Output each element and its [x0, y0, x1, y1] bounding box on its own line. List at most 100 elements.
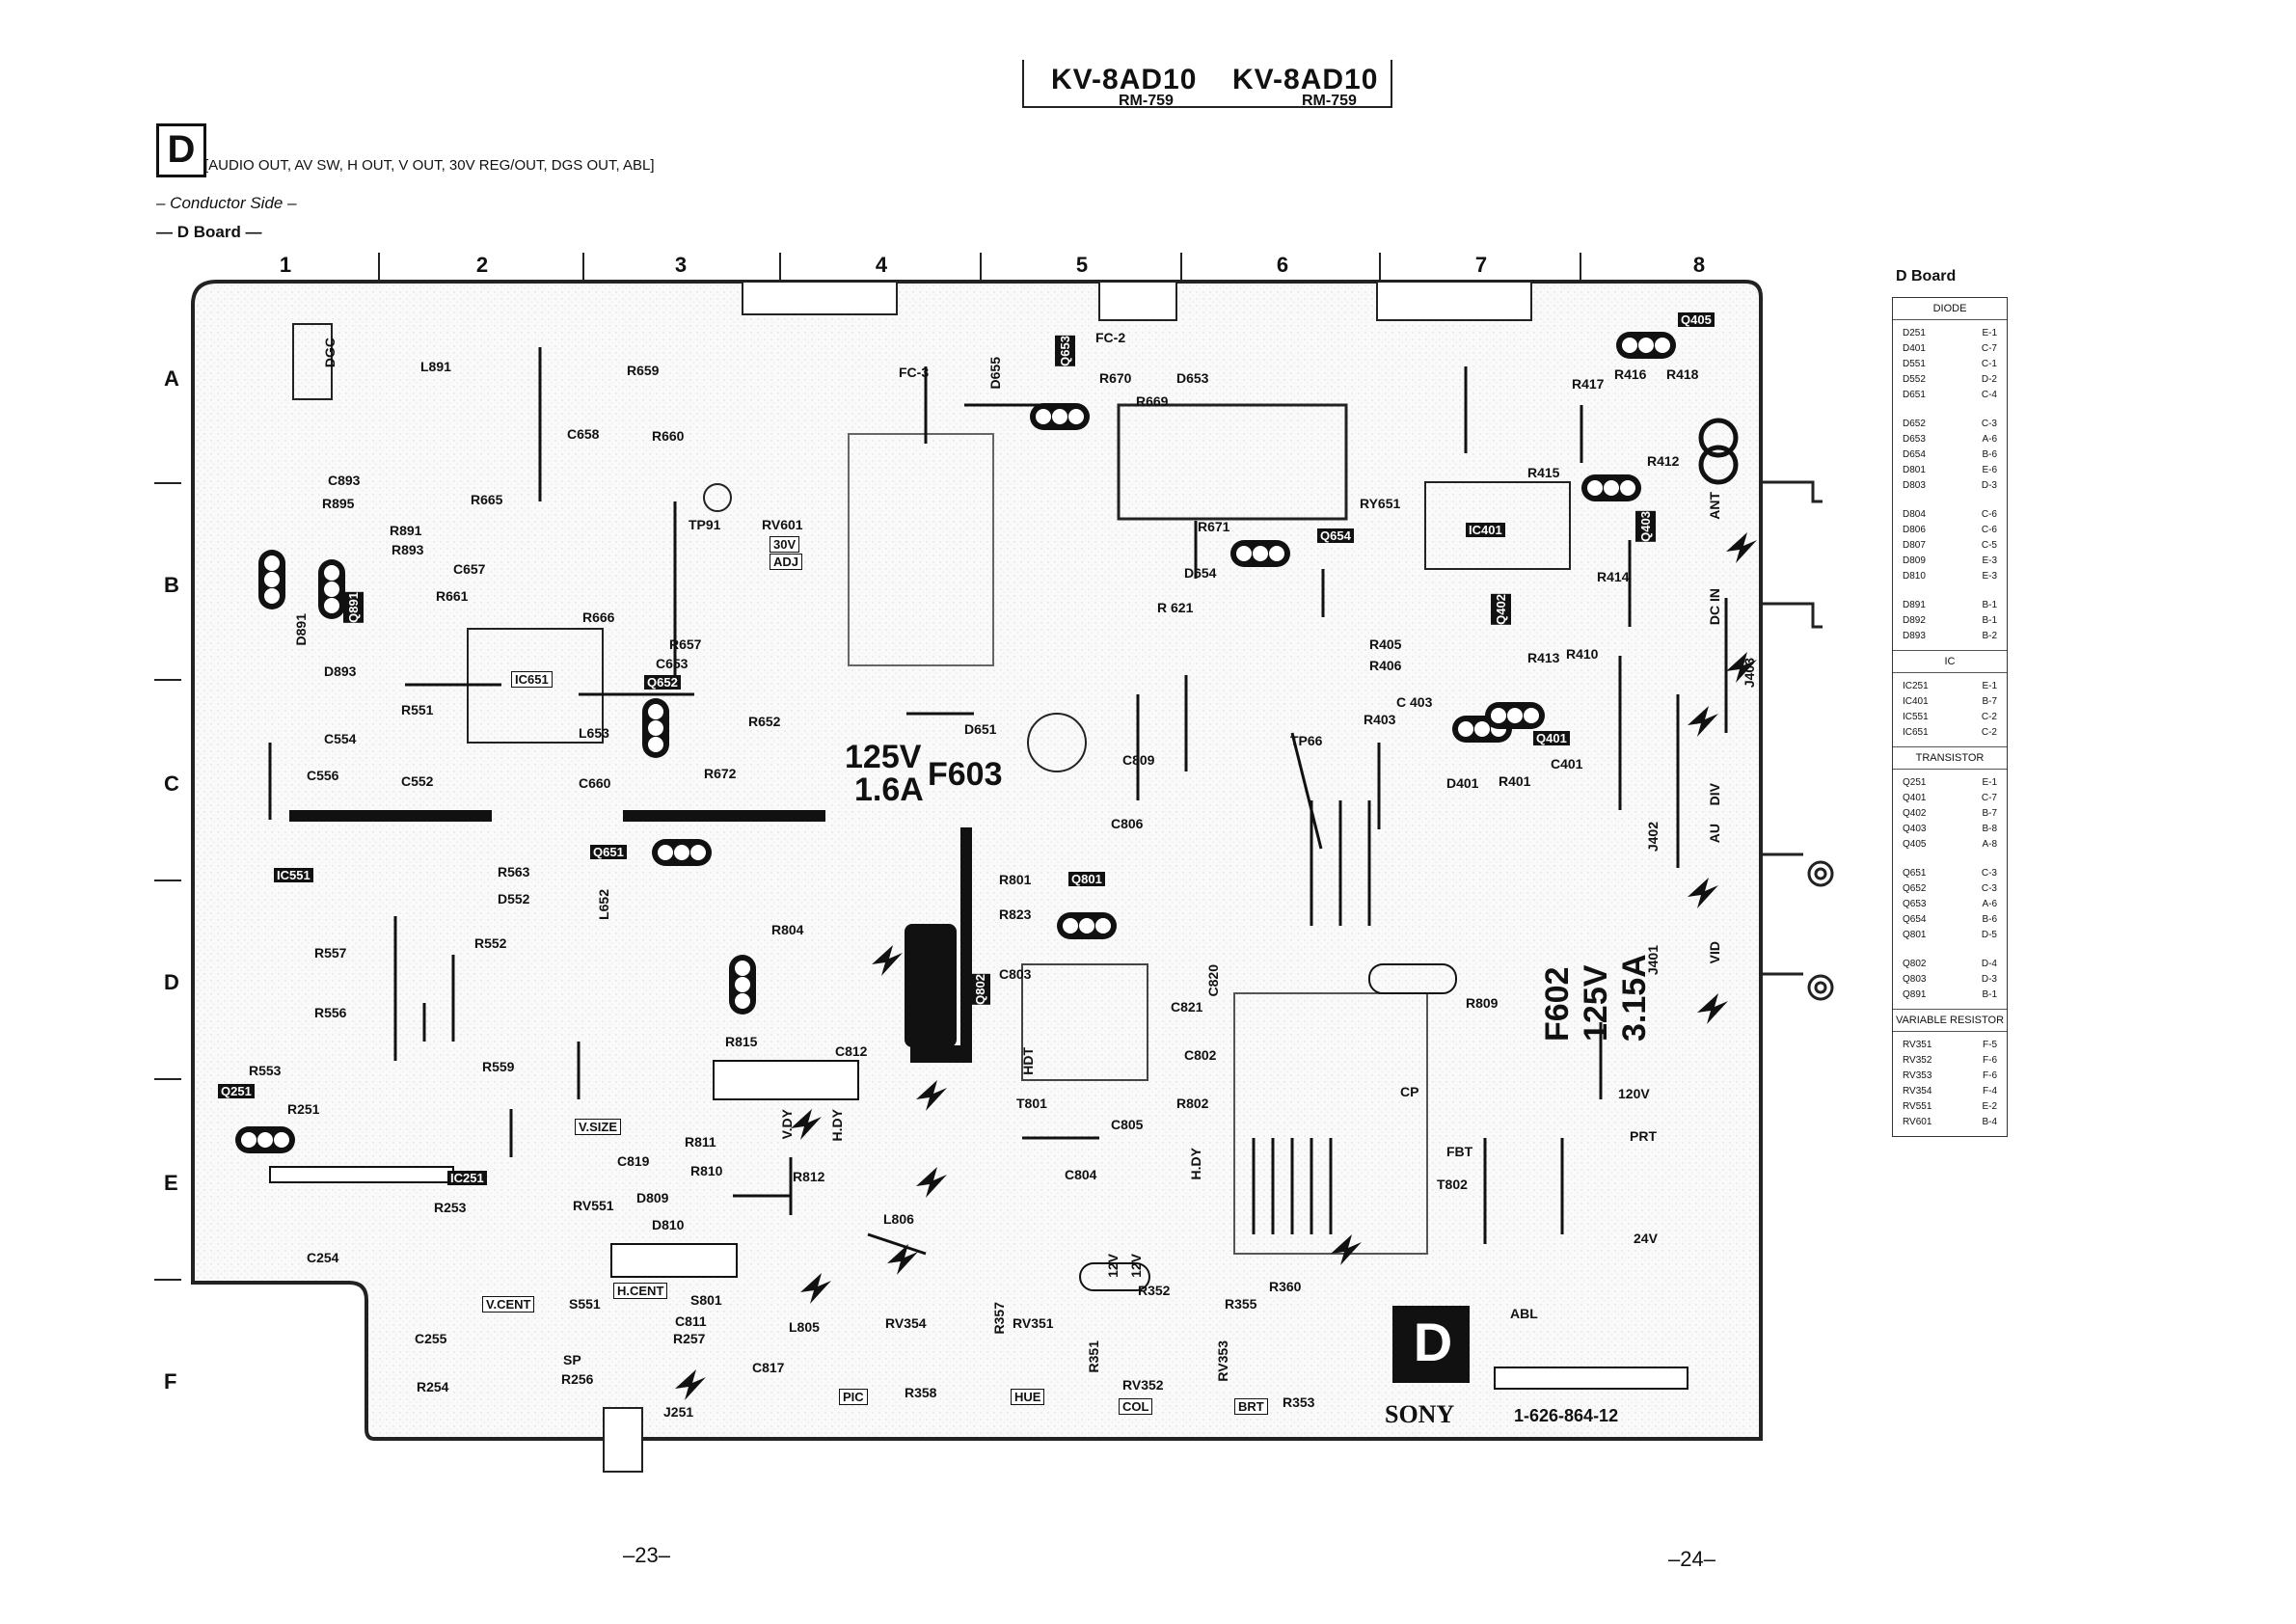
v12-label: 12V [1105, 1254, 1121, 1278]
bus-bar [623, 810, 825, 822]
legend-location: C-1 [1981, 359, 1997, 369]
model-left-sub: RM-759 [1119, 93, 1174, 109]
grid-column-divider [582, 253, 584, 280]
c817: C817 [752, 1360, 785, 1375]
rv351: RV351 [1013, 1315, 1054, 1331]
c554: C554 [324, 731, 357, 746]
j401: J401 [1645, 945, 1661, 976]
c658: C658 [567, 426, 600, 442]
l805: L805 [789, 1319, 820, 1335]
legend-location: D-5 [1981, 930, 1997, 940]
r357: R357 [991, 1302, 1007, 1335]
r251: R251 [287, 1101, 320, 1117]
model-title-box [1022, 60, 1392, 108]
legend-ref: D893 [1903, 631, 1926, 641]
ic251-label: IC251 [447, 1171, 487, 1185]
t802: T802 [1437, 1177, 1468, 1192]
d891: D891 [293, 613, 309, 646]
l806: L806 [883, 1211, 914, 1227]
r358: R358 [905, 1385, 937, 1400]
legend-location: E-3 [1982, 555, 1997, 566]
vid-label: VID [1707, 941, 1722, 964]
r412: R412 [1647, 453, 1680, 469]
q405-label: Q405 [1678, 312, 1715, 327]
c809: C809 [1122, 752, 1155, 768]
ic551-label: IC551 [274, 868, 313, 882]
r257: R257 [673, 1331, 706, 1346]
legend-ref: Q401 [1903, 793, 1927, 803]
q802-block [905, 924, 957, 1047]
grid-column-label: 5 [1075, 253, 1089, 277]
r563: R563 [498, 864, 530, 880]
c821: C821 [1171, 999, 1203, 1015]
r895: R895 [322, 496, 355, 511]
l653: L653 [579, 725, 609, 741]
grid-row-divider [154, 482, 181, 484]
legend-location: A-6 [1982, 434, 1997, 445]
model-right: KV-8AD10 [1232, 64, 1379, 95]
c893: C893 [328, 473, 361, 488]
grid-row-label: F [164, 1369, 177, 1394]
s551: S551 [569, 1296, 601, 1312]
tp91: TP91 [689, 517, 721, 532]
legend-location: E-2 [1982, 1101, 1997, 1112]
grid-column-divider [1379, 253, 1381, 280]
v120-label: 120V [1618, 1086, 1650, 1101]
r414: R414 [1597, 569, 1630, 584]
c403: C 403 [1396, 694, 1433, 710]
r556: R556 [314, 1005, 347, 1020]
r652: R652 [748, 714, 781, 729]
legend-row: D804 C-6 [1903, 507, 1997, 523]
c805: C805 [1111, 1117, 1144, 1132]
legend-location: C-6 [1981, 509, 1997, 520]
r659: R659 [627, 363, 660, 378]
grid-column-label: 4 [875, 253, 888, 277]
legend-row: D806 C-6 [1903, 523, 1997, 538]
legend-ref: Q403 [1903, 824, 1927, 834]
r661: R661 [436, 588, 469, 604]
adj30v-b: ADJ [770, 554, 803, 570]
ry651-relay [1117, 403, 1348, 521]
r811: R811 [685, 1134, 716, 1150]
legend-ref: IC551 [1903, 712, 1929, 722]
grid-column-label: 7 [1474, 253, 1488, 277]
r801: R801 [999, 872, 1032, 887]
grid-column-divider [1180, 253, 1182, 280]
d801-v: H.DY [1188, 1148, 1203, 1180]
d654: D654 [1184, 565, 1217, 581]
legend-ref: IC251 [1903, 681, 1929, 691]
legend-title: D Board [1896, 268, 1957, 284]
ant-ring-1 [1698, 418, 1739, 458]
legend-location: D-4 [1981, 959, 1997, 969]
legend-location: A-6 [1982, 899, 1997, 909]
legend-ref: D552 [1903, 374, 1926, 385]
grid-row-label: C [164, 771, 179, 796]
r410: R410 [1566, 646, 1599, 662]
legend-ref: D804 [1903, 509, 1926, 520]
legend-ref: RV551 [1903, 1101, 1932, 1112]
d552: D552 [498, 891, 530, 907]
legend-gap [1903, 853, 1997, 866]
legend-location: E-1 [1982, 328, 1997, 338]
legend-ref: D803 [1903, 480, 1926, 491]
legend-location: B-7 [1982, 696, 1997, 707]
c255: C255 [415, 1331, 447, 1346]
fc3-label: FC-3 [899, 365, 930, 380]
vcent-label: V.CENT [482, 1296, 535, 1313]
legend-location: A-8 [1982, 839, 1997, 850]
r670: R670 [1099, 370, 1132, 386]
legend-location: C-6 [1981, 525, 1997, 535]
r553: R553 [249, 1063, 282, 1078]
r657: R657 [669, 636, 702, 652]
legend-ref: D806 [1903, 525, 1926, 535]
